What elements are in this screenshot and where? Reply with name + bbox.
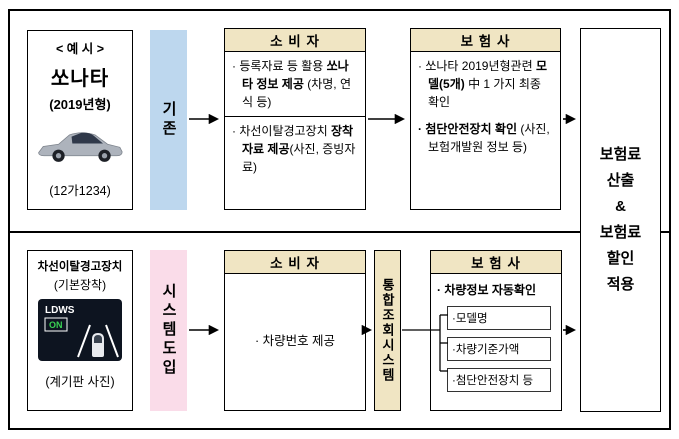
- device-caption: (계기판 사진): [45, 375, 115, 389]
- item-text-bold: 모델(5개): [428, 59, 548, 91]
- device-subtitle: (기본장착): [53, 278, 107, 292]
- insurer-header-bottom: 보 험 사: [431, 251, 561, 274]
- insurer-item-safety-check: · 첨단안전장치 확인 (사진, 보험개발원 정보 등): [418, 120, 553, 156]
- integrated-inquiry-system-box: 통합조회시스템: [374, 250, 401, 411]
- consumer-item-registration: · 등록자료 등 활용 쏘나타 정보 제공 (차명, 연식 등): [232, 57, 358, 111]
- stage-new-system-label: 시스템도입: [160, 283, 177, 378]
- ldws-label: LDWS: [45, 305, 75, 316]
- consumer-header-top: 소 비 자: [225, 29, 365, 52]
- result-line: 보험료: [599, 224, 642, 241]
- license-plate: (12가1234): [49, 184, 111, 198]
- consumer-item-device-proof: · 차선이탈경고장치 장착자료 제공(사진, 증빙자료): [232, 122, 358, 176]
- ldws-device-box: 차선이탈경고장치 (기본장착) LDWS ON (계기판 사진): [27, 250, 133, 411]
- car-name: 쏘나타: [50, 68, 110, 90]
- consumer-item-vehicle-number: · 차량번호 제공: [254, 333, 336, 348]
- example-label: < 예 시 >: [55, 42, 105, 56]
- stage-existing-box: 기존: [150, 30, 187, 210]
- consumer-header-bottom: 소 비 자: [225, 251, 365, 274]
- insurer-box-bottom: 보 험 사 · 차량정보 자동확인 ·모델명 ·차량기준가액 ·첨단안전장치 등: [430, 250, 562, 411]
- premium-result-box: 보험료 산출 & 보험료 할인 적용: [580, 28, 661, 412]
- result-line: 보험료: [599, 146, 642, 163]
- sub-item-safety-device: ·첨단안전장치 등: [447, 368, 551, 392]
- ldws-display-image: LDWS ON: [38, 299, 122, 361]
- sub-item-model-name: ·모델명: [447, 306, 551, 330]
- result-line: 적용: [606, 276, 635, 293]
- item-text: · 쏘나타 2019년형관련: [418, 59, 536, 73]
- sub-item-vehicle-value: ·차량기준가액: [447, 337, 551, 361]
- section-divider-line: [8, 231, 671, 233]
- insurer-item-model-check: · 쏘나타 2019년형관련 모델(5개) 中 1 가지 최종 확인: [418, 57, 553, 111]
- insurer-header-top: 보 험 사: [411, 29, 560, 52]
- insurer-item-auto-verify: · 차량정보 자동확인: [437, 283, 536, 297]
- ldws-status: ON: [49, 320, 63, 330]
- stage-existing-label: 기존: [160, 101, 177, 139]
- consumer-box-bottom: 소 비 자 · 차량번호 제공: [224, 250, 366, 411]
- sonata-car-image: [38, 132, 123, 162]
- example-vehicle-box: < 예 시 > 쏘나타 (2019년형) (12가1234): [27, 30, 133, 210]
- item-text: (사진, 보험개발원 정보 등): [428, 122, 550, 154]
- item-text-bold: 쏘나타 정보 제공: [242, 59, 349, 91]
- consumer-box-top: 소 비 자 · 등록자료 등 활용 쏘나타 정보 제공 (차명, 연식 등) ·…: [224, 28, 366, 210]
- result-line: 할인: [606, 250, 635, 267]
- result-line: &: [615, 198, 626, 215]
- item-text-bold: · 첨단안전장치 확인: [418, 122, 517, 136]
- item-text: (사진, 증빙자료): [242, 142, 356, 174]
- device-title: 차선이탈경고장치: [37, 261, 123, 273]
- auto-verify-sub-list: ·모델명 ·차량기준가액 ·첨단안전장치 등: [447, 306, 555, 392]
- consumer-item-divider: [225, 116, 365, 117]
- item-text: 中 1 가지 최종 확인: [428, 77, 541, 109]
- item-text: · 차선이탈경고장치: [232, 124, 328, 138]
- result-line: 산출: [606, 172, 635, 189]
- stage-new-system-box: 시스템도입: [150, 250, 187, 411]
- item-text: · 등록자료 등 활용: [232, 59, 324, 73]
- integrated-inquiry-system-label: 통합조회시스템: [380, 278, 395, 383]
- item-text: (차명, 연식 등): [242, 77, 352, 109]
- item-text-bold: 장착자료 제공: [242, 124, 354, 156]
- insurer-box-top: 보 험 사 · 쏘나타 2019년형관련 모델(5개) 中 1 가지 최종 확인…: [410, 28, 561, 210]
- car-model-year: (2019년형): [49, 97, 111, 112]
